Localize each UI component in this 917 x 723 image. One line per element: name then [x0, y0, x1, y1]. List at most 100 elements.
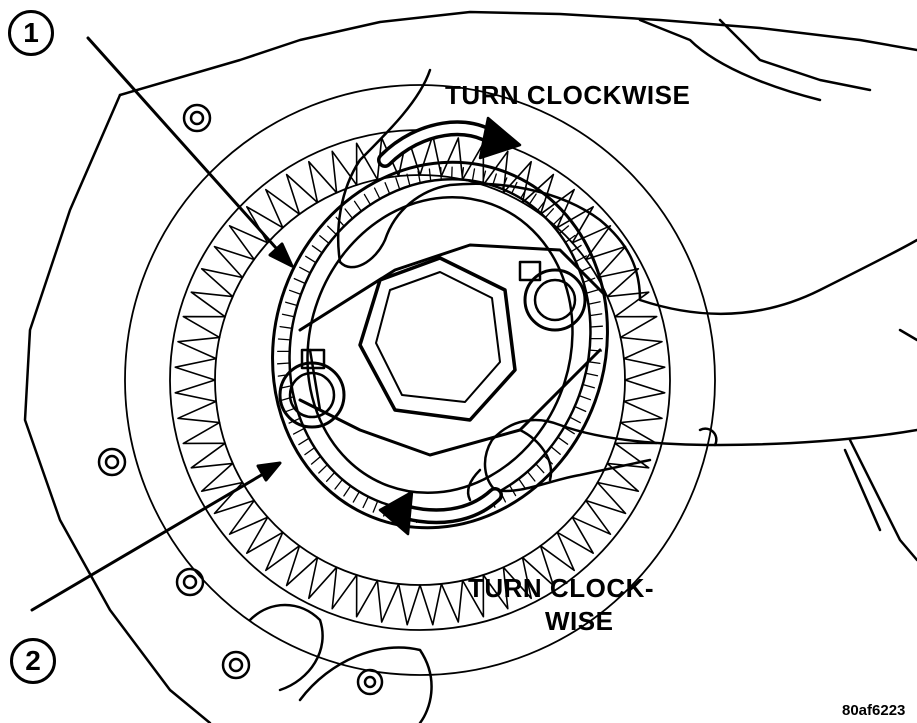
gear-tooth — [556, 516, 594, 554]
gear-tooth — [539, 531, 575, 572]
bearing-roller — [578, 394, 592, 401]
gear-tooth — [265, 531, 301, 572]
bearing-roller — [325, 471, 336, 482]
bearing-roller — [372, 500, 379, 513]
bearing-roller — [501, 177, 508, 190]
bearing-roller — [585, 289, 599, 294]
bearing-roller — [277, 338, 292, 341]
bearing-roller — [589, 313, 603, 317]
gear-tooth — [182, 421, 226, 445]
bearing-roller — [327, 225, 337, 236]
bearing-roller — [276, 362, 291, 365]
bearing-roller — [526, 470, 536, 482]
gear-tooth — [623, 379, 666, 403]
bottom-turn-instruction-line2: WISE — [545, 606, 614, 636]
gear-tooth — [482, 150, 509, 194]
bearing-roller — [343, 485, 352, 497]
bearing-roller — [550, 445, 561, 455]
gear-tooth — [619, 400, 663, 424]
bearing-roller — [318, 464, 329, 474]
bearing-roller — [279, 325, 293, 329]
bearing-roller — [417, 170, 421, 184]
gear-tooth — [461, 574, 485, 618]
bearing-roller — [299, 266, 311, 274]
bearing-roller — [352, 491, 360, 503]
bearing-roller — [362, 496, 369, 509]
gear-tooth — [596, 462, 640, 492]
callout-2: 2 — [10, 638, 56, 684]
gear-tooth — [571, 499, 612, 535]
bearing-roller — [406, 173, 411, 187]
gear-tooth — [521, 545, 555, 587]
gear-tooth — [228, 499, 269, 535]
gear-tooth — [596, 268, 640, 298]
spanner-wrench-tool — [298, 243, 607, 457]
gear-tooth — [397, 583, 421, 626]
gear-tooth — [174, 357, 217, 381]
bearing-roller — [363, 193, 372, 206]
bearing-roller — [428, 168, 432, 182]
bearing-roller — [461, 166, 465, 181]
bearing-roller — [293, 277, 306, 285]
bearing-roller — [344, 208, 354, 220]
gear-tooth — [265, 188, 301, 229]
ring-gear — [124, 84, 716, 676]
bearing-roller — [281, 313, 295, 318]
bearing-roller — [518, 478, 527, 490]
gear-tooth — [190, 442, 234, 469]
gear-tooth — [619, 336, 663, 360]
bearing-roller — [544, 208, 555, 219]
bearing-roller — [311, 245, 323, 254]
bearing-roller — [570, 244, 582, 253]
bearing-roller — [589, 325, 604, 328]
bearing-roller — [582, 383, 595, 389]
bearing-roller — [564, 234, 576, 244]
clockwise-arrow-top — [377, 116, 522, 168]
figure-id: 80af6223 — [842, 702, 906, 719]
differential-housing — [23, 10, 917, 723]
gear-tooth — [355, 142, 379, 186]
bearing-roller — [298, 437, 310, 446]
top-turn-instruction-label: TURN CLOCKWISE — [445, 80, 691, 110]
gear-tooth — [585, 481, 627, 515]
gear-tooth — [308, 556, 338, 600]
gear-tooth — [606, 291, 650, 318]
bearing-roller — [558, 225, 570, 235]
bearing-roller — [574, 405, 587, 413]
gear-tooth — [246, 516, 284, 554]
gear-tooth — [200, 462, 244, 492]
gear-tooth — [174, 379, 217, 403]
gear-tooth — [331, 150, 358, 194]
bearing-roller — [292, 427, 305, 435]
callout-leader-lines — [30, 36, 294, 612]
bearing-roller — [288, 289, 302, 296]
bearing-roller — [575, 255, 588, 263]
bottom-turn-instruction-line1: TURN CLOCK- — [468, 573, 655, 603]
adjuster-bolts — [278, 260, 587, 429]
gear-tooth — [502, 556, 532, 600]
gear-tooth — [285, 173, 319, 215]
gear-tooth — [177, 336, 221, 360]
gear-tooth — [177, 400, 221, 424]
bearing-roller — [551, 216, 562, 226]
gear-tooth — [571, 225, 612, 261]
gear-tooth — [606, 442, 650, 469]
gear-tooth — [539, 188, 575, 229]
bearing-roller — [353, 200, 362, 212]
clockwise-arrow-bottom — [378, 487, 503, 536]
gear-tooth — [190, 291, 234, 318]
gear-tooth — [182, 315, 226, 339]
bearing-roller — [285, 301, 298, 307]
gear-tooth — [614, 315, 658, 339]
bearing-roller — [585, 372, 599, 377]
bearing-roller — [305, 255, 317, 264]
bearing-roller — [587, 301, 601, 305]
bearing-roller — [281, 396, 295, 401]
bearing-roller — [528, 193, 537, 205]
callout-1: 1 — [8, 10, 54, 56]
technician-hands — [336, 18, 917, 502]
adjuster-bearing-assembly — [271, 160, 609, 530]
bearing-roller — [569, 416, 581, 424]
gear-tooth — [200, 268, 244, 298]
